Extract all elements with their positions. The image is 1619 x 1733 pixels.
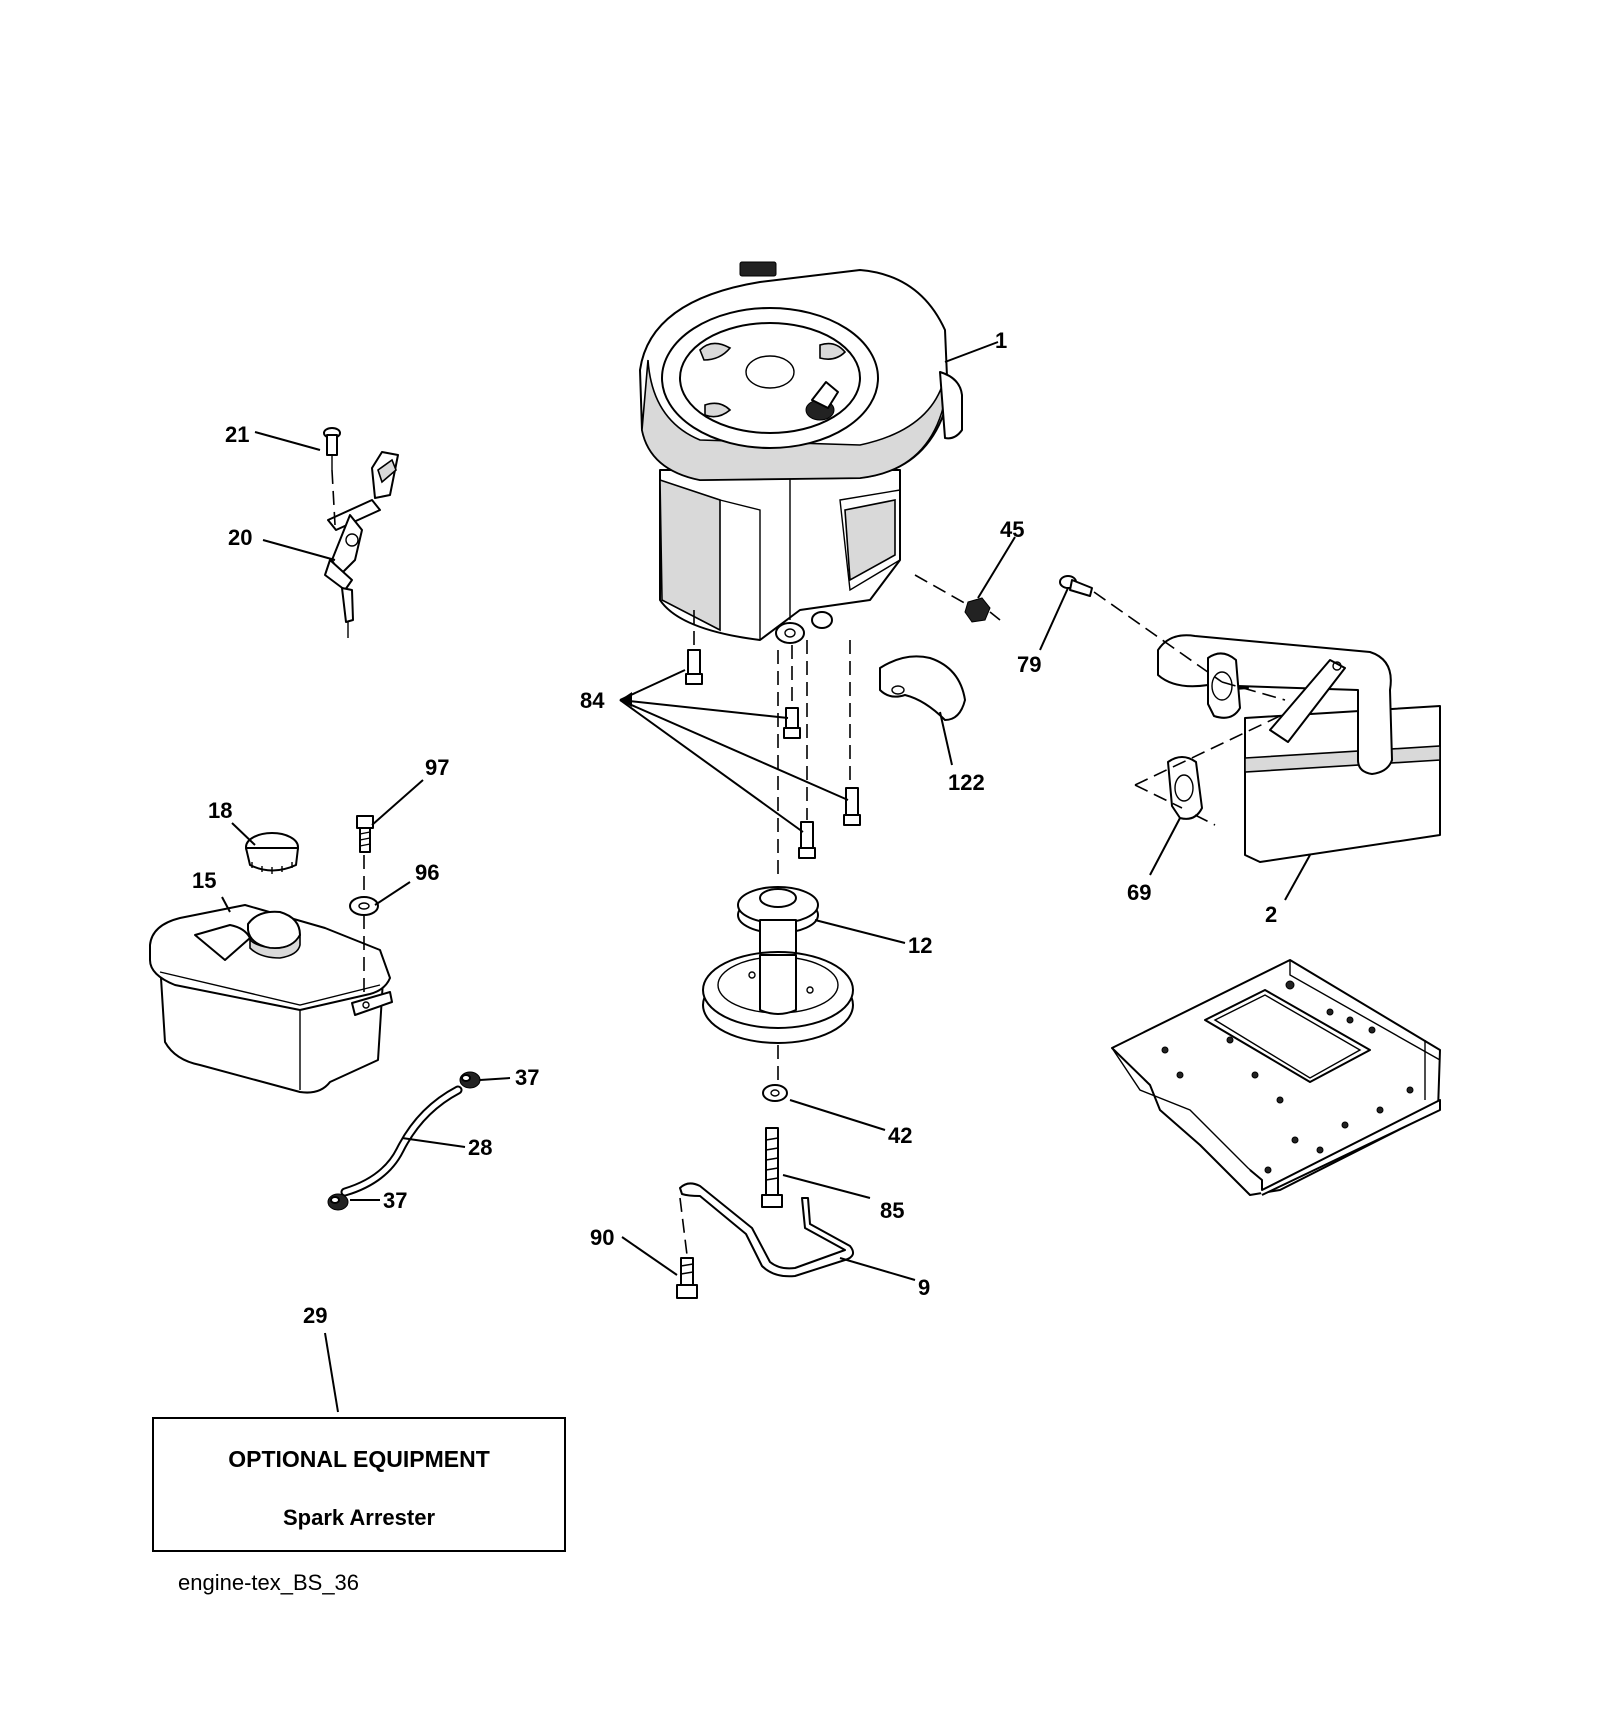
pulley-12-illustration	[702, 886, 854, 1044]
optional-equipment-box: OPTIONAL EQUIPMENT Spark Arrester	[152, 1417, 566, 1552]
clamp-37-upper-illustration	[459, 1071, 481, 1089]
nut-45-illustration	[964, 597, 991, 623]
label-part-37-lower: 37	[383, 1188, 407, 1213]
label-part-85: 85	[880, 1198, 904, 1223]
leader-lines	[221, 341, 1311, 1413]
belt-guide-9-illustration	[679, 1182, 855, 1278]
label-part-90: 90	[590, 1225, 614, 1250]
engine-mount-plate-illustration	[1111, 959, 1441, 1196]
label-part-79: 79	[1017, 652, 1041, 677]
bolt-85-illustration	[761, 1127, 783, 1208]
bolt-90-illustration	[676, 1257, 698, 1299]
label-part-9: 9	[918, 1275, 930, 1300]
exhaust-gasket-upper-illustration	[1207, 652, 1241, 719]
label-part-97: 97	[425, 755, 449, 780]
bolt-79-illustration	[1059, 575, 1093, 597]
label-part-122: 122	[948, 770, 985, 795]
fuel-line-28-illustration	[340, 1085, 463, 1197]
label-part-29: 29	[303, 1303, 327, 1328]
label-part-84: 84	[580, 688, 605, 713]
label-part-1: 1	[995, 328, 1007, 353]
bolts-84-illustration	[685, 649, 861, 859]
label-part-2: 2	[1265, 902, 1277, 927]
engine-illustration	[639, 261, 963, 644]
label-part-21: 21	[225, 422, 249, 447]
label-part-12: 12	[908, 933, 932, 958]
screw-21-illustration	[323, 427, 341, 470]
fuel-cap-18-illustration	[245, 832, 299, 874]
assembly-lines	[331, 469, 1286, 1256]
label-part-18: 18	[208, 798, 232, 823]
washer-42-illustration	[762, 1084, 788, 1102]
diagram-code: engine-tex_BS_36	[178, 1570, 359, 1595]
label-part-45: 45	[1000, 517, 1024, 542]
throttle-control-illustration	[324, 451, 399, 638]
part-number-labels: 1 21 20 45 79 84 122 69 2 12 97 18 96 15…	[192, 328, 1277, 1328]
optional-equipment-item: Spark Arrester	[283, 1505, 435, 1530]
bolt-97-illustration	[356, 815, 374, 853]
label-part-69: 69	[1127, 880, 1151, 905]
label-part-37-upper: 37	[515, 1065, 539, 1090]
label-part-28: 28	[468, 1135, 492, 1160]
heat-shield-122-illustration	[879, 655, 966, 721]
label-part-96: 96	[415, 860, 439, 885]
muffler-illustration	[1157, 634, 1441, 863]
exhaust-gasket-69-illustration	[1167, 756, 1203, 820]
label-part-20: 20	[228, 525, 252, 550]
label-part-15: 15	[192, 868, 216, 893]
washer-96-illustration	[349, 896, 379, 916]
label-part-42: 42	[888, 1123, 912, 1148]
fuel-tank-15-illustration	[149, 904, 393, 1094]
optional-equipment-title: OPTIONAL EQUIPMENT	[228, 1446, 490, 1472]
clamp-37-lower-illustration	[327, 1193, 349, 1211]
